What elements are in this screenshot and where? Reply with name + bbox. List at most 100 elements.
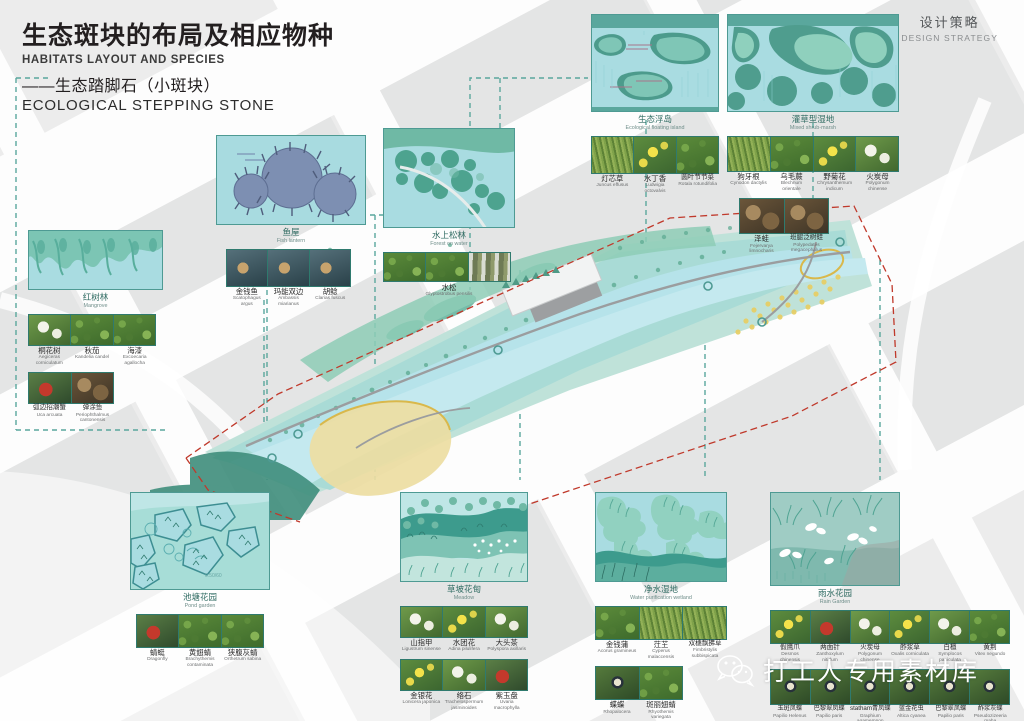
species-name: 狗牙根 Cynodon dactylis bbox=[730, 171, 767, 187]
caption-fish-lantern: 鱼屋 Fish lantern bbox=[216, 227, 366, 245]
species-photo bbox=[179, 614, 222, 647]
caption-cn: 红树林 bbox=[82, 292, 109, 302]
species-strip bbox=[400, 658, 528, 691]
caption-purification-wetland: 净水湿地 Water purification wetland bbox=[595, 584, 727, 602]
species-name: 玉斑凤蝶 Papilio Helenus bbox=[773, 705, 807, 719]
illustration-forest-on-water bbox=[383, 128, 515, 228]
species-name: 水丁香 Ludwigia octovalvis bbox=[643, 173, 667, 194]
species-names: 蝶蝶 Rhopalocera 斑丽翅蜻 Rhyothemis variegata bbox=[595, 701, 683, 720]
species-strip bbox=[383, 251, 511, 282]
species-photo bbox=[29, 372, 72, 403]
caption-pond-garden: 池塘花园 Pond garden bbox=[130, 592, 270, 610]
species-photo bbox=[810, 610, 851, 643]
section-label-cn: 设计策略 bbox=[919, 15, 980, 30]
species-photo bbox=[592, 136, 635, 173]
species-photo bbox=[850, 610, 891, 643]
species-name: 金钱蒲 Acorus gramineus bbox=[597, 639, 637, 655]
illustration-pond-garden: 0.50/60 bbox=[130, 492, 270, 590]
species-names: 灯芯草 Juncus effusus 水丁香 Ludwigia octovalv… bbox=[591, 173, 719, 194]
species-photo bbox=[113, 314, 155, 345]
species-photo bbox=[856, 136, 898, 171]
species-photo bbox=[740, 198, 785, 233]
caption-en: Rain Garden bbox=[819, 599, 851, 606]
panel-rain-garden: 雨水花园 Rain Garden 假鹰爪 Desmos chinensis 两面… bbox=[770, 492, 1010, 721]
svg-text:0.50/60: 0.50/60 bbox=[205, 573, 222, 579]
panel-meadow: 草坡花甸 Meadow 山指甲 Ligustrum sinense 水团花 Ad… bbox=[400, 492, 528, 711]
illustration-fish-lantern bbox=[216, 135, 366, 225]
species-name: 弧边招潮蟹 Uca arcuata bbox=[33, 403, 66, 418]
species-photo bbox=[813, 136, 857, 171]
caption-cn: 池塘花园 bbox=[182, 592, 217, 602]
species-name: 蜻蜓 Dragonfly bbox=[147, 647, 168, 663]
species-names: 金钱蒲 Acorus gramineus 茳芏 Cyperus malaccen… bbox=[595, 639, 727, 660]
species-names: 狗牙根 Cynodon dactylis 乌毛蕨 Blechnum orient… bbox=[727, 171, 899, 192]
species-strip bbox=[136, 613, 264, 648]
species-photo bbox=[970, 670, 1009, 704]
species-photo bbox=[309, 249, 350, 286]
species-photo bbox=[401, 659, 444, 690]
species-strip bbox=[28, 313, 156, 346]
species-name: 乌毛蕨 Blechnum orientale bbox=[780, 171, 803, 192]
caption-floating-island: 生态浮岛 Ecological floating island bbox=[591, 114, 719, 132]
species-photo bbox=[890, 610, 931, 643]
caption-cn: 雨水花园 bbox=[817, 588, 852, 598]
page-subtitle-cn: ——生态踏脚石（小斑块） bbox=[22, 77, 221, 95]
caption-meadow: 草坡花甸 Meadow bbox=[400, 584, 528, 602]
page-title-block: 生态斑块的布局及相应物种 HABITATS LAYOUT AND SPECIES… bbox=[22, 22, 334, 114]
caption-en: Mangrove bbox=[83, 303, 108, 310]
species-names: 玉斑凤蝶 Papilio Helenus 巴黎翠凤蝶 Papilio paris… bbox=[770, 705, 1010, 721]
species-names: 弧边招潮蟹 Uca arcuata 弹涂鱼 Periophthalmus can… bbox=[28, 403, 114, 423]
species-name: 酢浆灰蝶 Pseudozizeeria maha bbox=[973, 705, 1007, 721]
species-name: 水松 Glyptostrobus pensilis bbox=[425, 282, 473, 298]
species-name: 双穗飘拂草 Fimbristylis subbispicata bbox=[688, 639, 722, 659]
species-name: 桐花树 Aegiceras corniculatum bbox=[35, 345, 63, 366]
species-names: 金银花 Lonicera japonica 络石 Trachelospermum… bbox=[400, 691, 528, 711]
species-name: 玛能双边 Ambassis miarianus bbox=[273, 286, 304, 307]
species-name: 秋茄 Kandelia candel bbox=[74, 345, 110, 361]
species-photo bbox=[634, 136, 677, 173]
species-photo bbox=[137, 614, 180, 647]
panel-mangrove: 红树林 Mangrove 桐花树 Aegiceras corniculatum … bbox=[28, 230, 163, 423]
species-strip bbox=[739, 197, 829, 234]
species-photo bbox=[401, 606, 444, 637]
site-plan-map bbox=[150, 190, 910, 540]
species-photo bbox=[596, 606, 640, 639]
caption-en: Mixed shrub-marsh bbox=[789, 125, 837, 132]
species-name: 圆叶节节菜 Rotala rotundifolia bbox=[678, 173, 718, 188]
illustration-rain-garden bbox=[770, 492, 900, 586]
species-photo bbox=[426, 252, 469, 281]
species-name: 山指甲 Ligustrum sinense bbox=[401, 637, 441, 653]
panel-pond-garden: 0.50/60 池塘花园 Pond garden 蜻蜓 Dragonfly 黄翅… bbox=[130, 492, 270, 668]
species-strip bbox=[591, 135, 719, 174]
caption-mixed-shrub-marsh: 灌草型湿地 Mixed shrub-marsh bbox=[727, 114, 899, 132]
caption-rain-garden: 雨水花园 Rain Garden bbox=[770, 588, 900, 606]
species-photo bbox=[784, 198, 828, 233]
species-names: 假鹰爪 Desmos chinensis 两面针 Zanthoxylum nit… bbox=[770, 643, 1010, 663]
caption-en: Ecological floating island bbox=[625, 125, 685, 132]
species-name: 黄荆 Vitex negundo bbox=[974, 643, 1006, 658]
illustration-floating-island bbox=[591, 14, 719, 112]
species-strip bbox=[28, 371, 114, 404]
species-name: 金钱鱼 Scatophagus argus bbox=[232, 286, 261, 307]
species-photo bbox=[29, 314, 72, 345]
corner-section-label: 设计策略 DESIGN STRATEGY bbox=[901, 12, 998, 43]
species-photo bbox=[596, 666, 640, 699]
species-photo bbox=[683, 606, 727, 639]
species-names: 桐花树 Aegiceras corniculatum 秋茄 Kandelia c… bbox=[28, 345, 156, 366]
caption-cn: 水上松林 bbox=[431, 230, 466, 240]
species-photo bbox=[443, 659, 486, 690]
species-name: 灯芯草 Juncus effusus bbox=[596, 173, 629, 189]
species-name: 巴黎翠凤蝶 Papilio paris bbox=[935, 705, 967, 719]
illustration-purification-wetland bbox=[595, 492, 727, 582]
species-names: 山指甲 Ligustrum sinense 水团花 Adina pilulife… bbox=[400, 637, 528, 653]
species-photo bbox=[639, 606, 684, 639]
species-photo bbox=[639, 666, 682, 699]
species-photo bbox=[221, 614, 263, 647]
species-photo bbox=[890, 670, 931, 704]
caption-cn: 草坡花甸 bbox=[446, 584, 481, 594]
page-subtitle-en: ECOLOGICAL STEPPING STONE bbox=[22, 96, 275, 114]
panel-forest-on-water: 水上松林 Forest on water 水松 Glyptostrobus pe… bbox=[383, 128, 515, 298]
species-photo bbox=[443, 606, 486, 637]
section-label-en: DESIGN STRATEGY bbox=[901, 33, 998, 43]
